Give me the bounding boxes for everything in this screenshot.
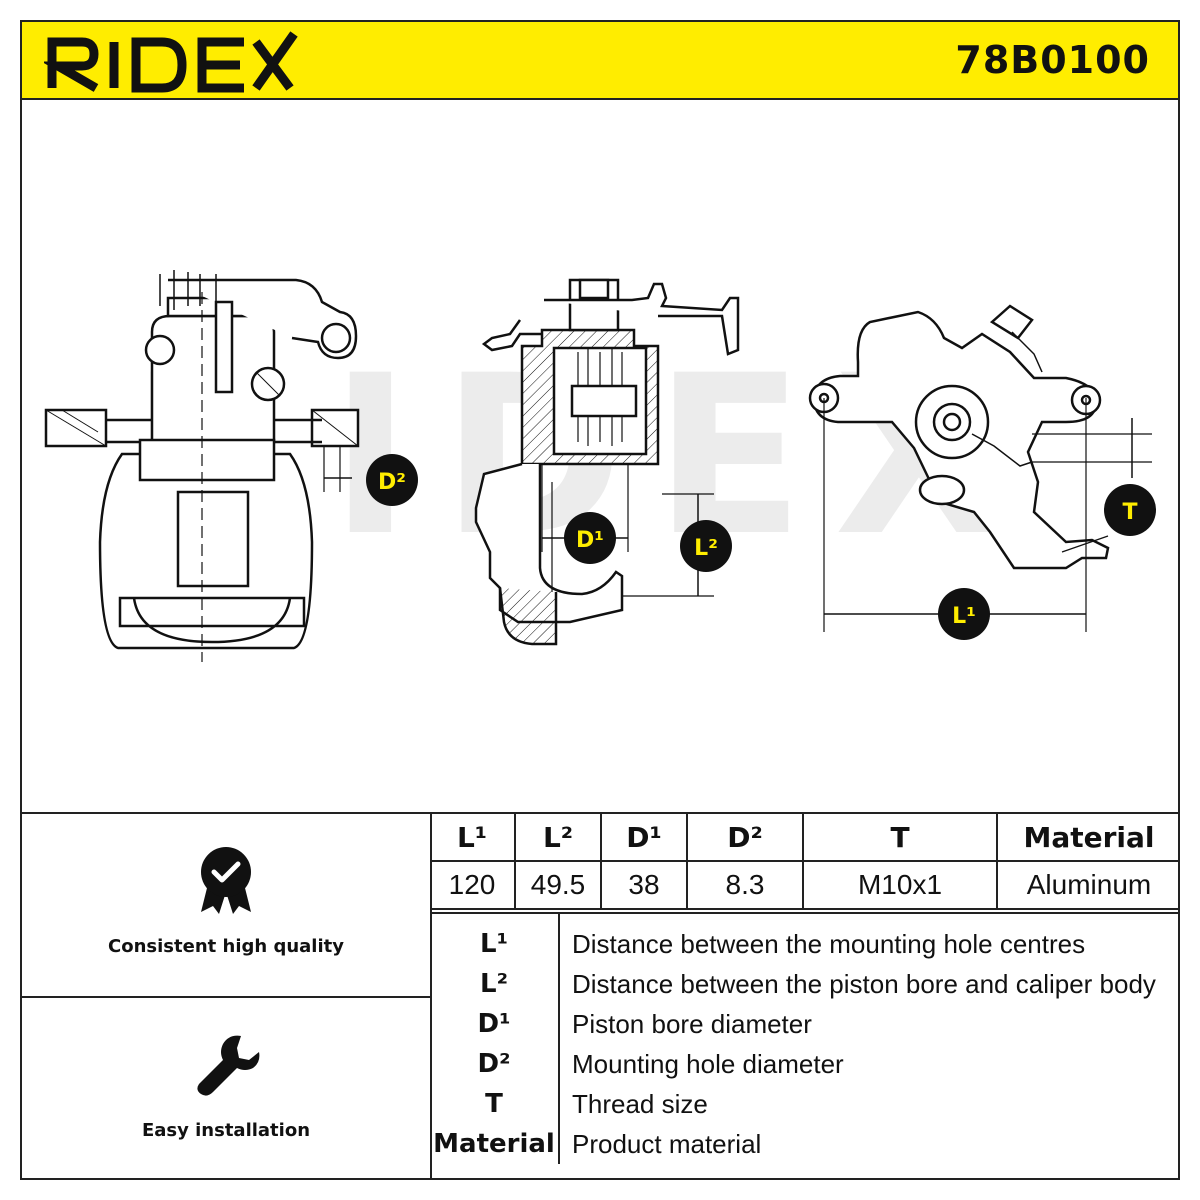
quality-badge-icon: [201, 847, 251, 914]
ridex-logo: [44, 31, 298, 93]
legend-desc: Mounting hole diameter: [572, 1048, 844, 1079]
svg-text:T: T: [1122, 500, 1137, 525]
legend-row: L¹ Distance between the mounting hole cen…: [430, 914, 1180, 964]
spec-value-l2: 49.5: [514, 860, 602, 910]
legend-divider: [430, 912, 1180, 914]
legend-row: D¹ Piston bore diameter: [430, 1004, 1180, 1044]
legend-desc: Distance between the piston bore and cal…: [572, 968, 1156, 999]
spec-header-l2: L²: [514, 814, 602, 862]
spec-value-d1: 38: [600, 860, 688, 910]
legend-row: D² Mounting hole diameter: [430, 1044, 1180, 1084]
svg-text:D²: D²: [378, 470, 406, 495]
spec-header-l1: L¹: [430, 814, 516, 862]
spec-value-l1: 120: [430, 860, 516, 910]
caliper-technical-drawing: RIDEX: [44, 270, 1156, 662]
feature-installation: Easy installation: [22, 1030, 430, 1141]
spec-header-t: T: [802, 814, 998, 862]
spec-header-d1: D¹: [600, 814, 688, 862]
legend-desc: Thread size: [572, 1088, 708, 1119]
legend-desc: Product material: [572, 1128, 762, 1159]
section-divider: [20, 812, 1180, 814]
legend-key: Material: [430, 1124, 560, 1164]
callout-l2: L²: [680, 520, 732, 572]
legend-table: L¹ Distance between the mounting hole cen…: [430, 914, 1180, 1164]
spec-value-row: 120 49.5 38 8.3 M10x1 Aluminum: [430, 860, 1180, 910]
svg-text:L²: L²: [694, 536, 718, 561]
spec-header-d2: D²: [686, 814, 804, 862]
legend-desc: Piston bore diameter: [572, 1008, 812, 1039]
features-divider-horizontal: [20, 996, 432, 998]
spec-table: L¹ L² D¹ D² T Material 120 49.5 38 8.3 M…: [430, 814, 1180, 910]
legend-desc: Distance between the mounting hole centr…: [572, 928, 1086, 959]
legend-row: T Thread size: [430, 1084, 1180, 1124]
caliper-section-view: [474, 278, 740, 646]
callout-t: T: [1104, 484, 1156, 536]
callout-d1: D¹: [564, 512, 616, 564]
legend-row: Material Product material: [430, 1124, 1180, 1164]
legend-key: L²: [430, 964, 560, 1004]
legend-key: D²: [430, 1044, 560, 1084]
svg-text:L¹: L¹: [952, 604, 976, 629]
wrench-icon: [197, 1035, 260, 1096]
feature-label-quality: Consistent high quality: [108, 936, 344, 957]
callout-d2: D²: [366, 454, 418, 506]
feature-label-installation: Easy installation: [141, 1120, 311, 1141]
header-bar: 78B0100: [20, 20, 1180, 100]
legend-key: T: [430, 1084, 560, 1124]
callout-l1: L¹: [938, 588, 990, 640]
legend-key: D¹: [430, 1004, 560, 1044]
spec-value-material: Aluminum: [996, 860, 1180, 910]
part-number: 78B0100: [955, 38, 1150, 82]
legend-row: L² Distance between the piston bore and c…: [430, 964, 1180, 1004]
svg-text:D¹: D¹: [576, 528, 604, 553]
feature-quality: Consistent high quality: [22, 844, 430, 957]
caliper-front-view: [44, 270, 360, 662]
spec-value-t: M10x1: [802, 860, 998, 910]
caliper-side-view: [808, 304, 1152, 632]
legend-key: L¹: [430, 914, 560, 964]
spec-header-material: Material: [996, 814, 1180, 862]
spec-header-row: L¹ L² D¹ D² T Material: [430, 814, 1180, 862]
spec-value-d2: 8.3: [686, 860, 804, 910]
